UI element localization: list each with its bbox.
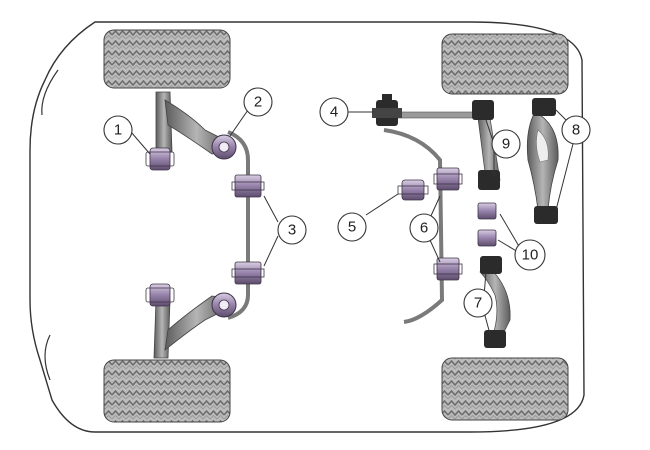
tyre-front-right — [103, 359, 231, 423]
callout-2: 2 — [243, 87, 273, 117]
callout-4-label: 4 — [330, 104, 338, 121]
callout-6: 6 — [409, 213, 439, 243]
front-wishbone-bottom — [153, 295, 229, 359]
callout-6-label: 6 — [420, 220, 428, 237]
callout-10: 10 — [514, 239, 546, 271]
bush-pair-10 — [477, 202, 497, 247]
tyre-rear-right — [441, 357, 569, 421]
rear-link-7 — [479, 256, 511, 348]
bush-front-wishbone-rear — [211, 134, 237, 160]
callout-9-label: 9 — [502, 136, 510, 153]
callout-7-label: 7 — [474, 295, 482, 312]
rear-top-link — [372, 94, 487, 126]
callout-8-label: 8 — [572, 122, 580, 139]
front-subframe-bar — [227, 130, 250, 320]
bush-front-wishbone-top — [145, 147, 175, 171]
bush-front-anti-roll-upper — [231, 174, 265, 198]
callout-7: 7 — [463, 288, 493, 318]
callout-1: 1 — [103, 115, 133, 145]
bush-front-wishbone-rear-lower — [211, 292, 237, 318]
tyre-front-left — [103, 29, 231, 89]
car-body-outline — [29, 21, 585, 433]
bush-rear-anti-roll-lower — [433, 257, 463, 281]
rear-anti-roll-bar — [383, 128, 445, 324]
tyre-rear-left — [441, 33, 569, 95]
bush-rear-anti-roll-upper — [433, 167, 463, 191]
rear-trailing-arm-8 — [526, 98, 559, 224]
callout-9: 9 — [491, 129, 521, 159]
callout-10-label: 10 — [522, 247, 539, 264]
callout-8: 8 — [561, 115, 591, 145]
callout-5-label: 5 — [348, 219, 356, 236]
callout-3: 3 — [277, 215, 307, 245]
callout-1-label: 1 — [114, 122, 122, 139]
bush-loose-5 — [397, 179, 429, 201]
callout-2-label: 2 — [254, 94, 262, 111]
callout-4: 4 — [319, 97, 349, 127]
callout-3-label: 3 — [288, 222, 296, 239]
bush-front-anti-roll-lower — [231, 261, 265, 285]
callout-5: 5 — [337, 212, 367, 242]
bush-front-wishbone-bottom — [145, 283, 175, 307]
